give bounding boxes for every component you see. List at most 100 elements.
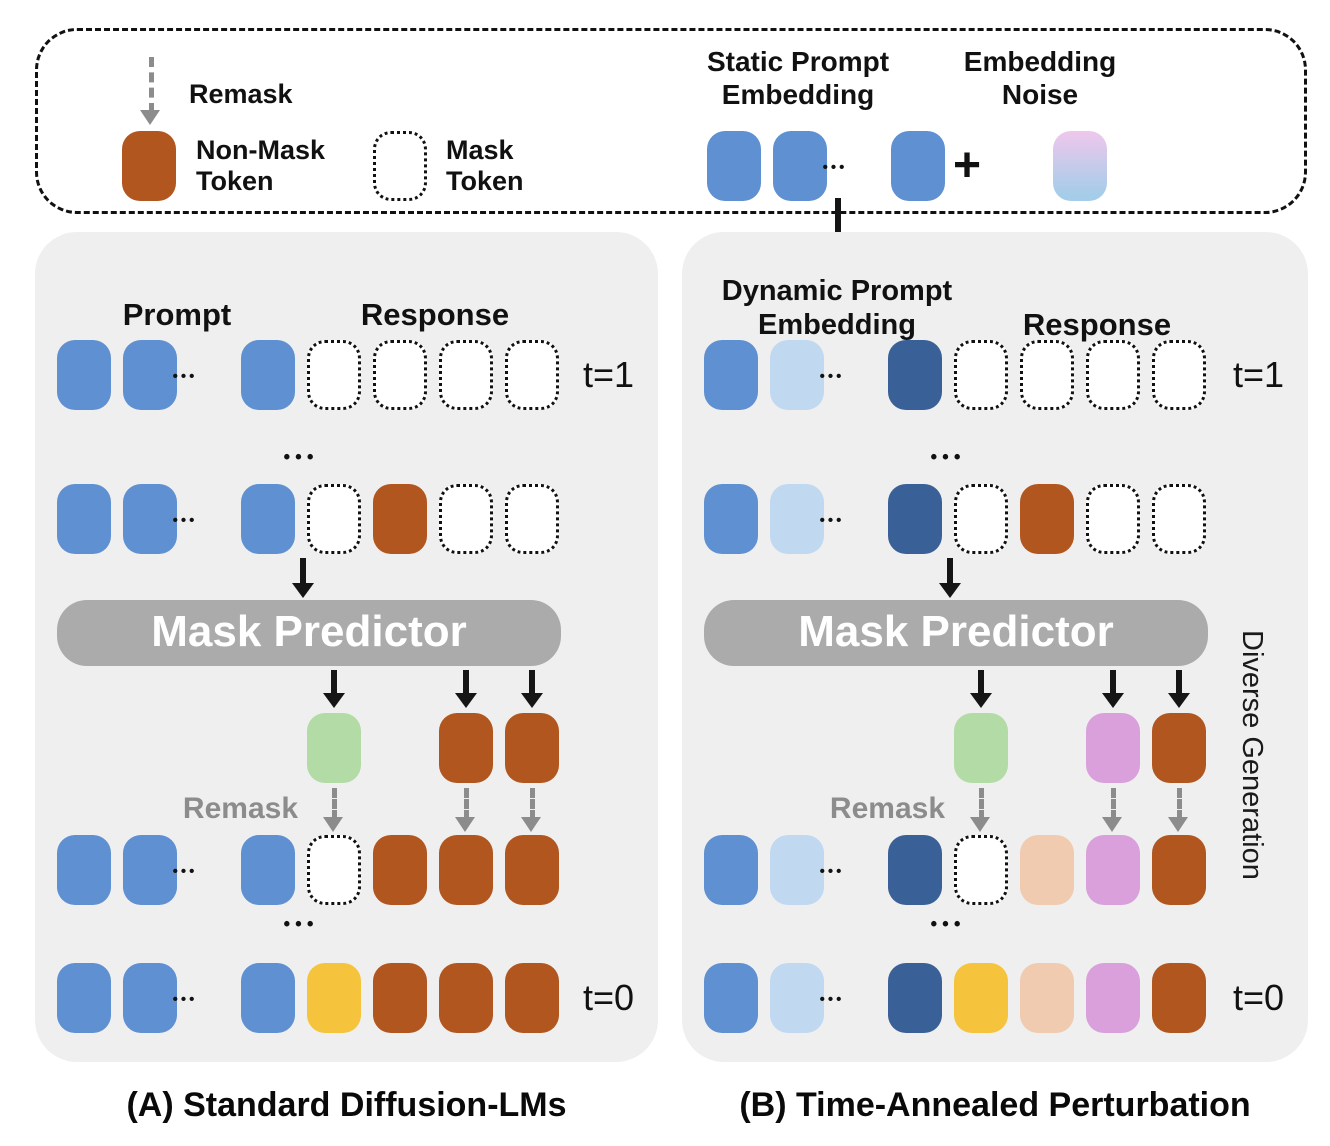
token-blue bbox=[123, 340, 177, 410]
predictor-output-arrow bbox=[970, 670, 992, 708]
non-mask-token-swatch bbox=[122, 131, 176, 201]
predictor-output-arrow bbox=[521, 670, 543, 708]
token-peach bbox=[1020, 835, 1074, 905]
predictor-output-arrow bbox=[455, 670, 477, 708]
dynamic-prompt-heading-b: Dynamic Prompt Embedding bbox=[721, 275, 953, 341]
t0-label-b: t=0 bbox=[1233, 977, 1285, 1018]
token-mask bbox=[1020, 340, 1074, 410]
token-orange bbox=[373, 484, 427, 554]
ellipsis-dots: ••• bbox=[819, 368, 845, 385]
ellipsis-dots: ••• bbox=[172, 991, 198, 1008]
mask-predictor-b: Mask Predictor bbox=[704, 600, 1208, 666]
token-orange bbox=[505, 835, 559, 905]
remask-arrow bbox=[1168, 788, 1190, 832]
token-blue bbox=[704, 484, 758, 554]
remask-arrow bbox=[521, 788, 543, 832]
token-orange bbox=[505, 713, 559, 783]
token-row-mid-a: ••• bbox=[35, 484, 595, 554]
caption-panel-b: (B) Time-Annealed Perturbation bbox=[739, 1086, 1251, 1124]
token-mask bbox=[954, 835, 1008, 905]
token-blue bbox=[773, 131, 827, 201]
token-orange bbox=[1020, 484, 1074, 554]
token-mask bbox=[439, 340, 493, 410]
static-prompt-token-row: ••• bbox=[685, 131, 1245, 201]
token-mask bbox=[307, 484, 361, 554]
token-blue bbox=[57, 340, 111, 410]
remask-legend-label: Remask bbox=[189, 79, 293, 109]
remask-label-a: Remask bbox=[182, 792, 298, 825]
ellipsis-dots: ••• bbox=[172, 512, 198, 529]
token-blue bbox=[241, 340, 295, 410]
ellipsis-dots: ••• bbox=[819, 991, 845, 1008]
token-blue bbox=[123, 835, 177, 905]
token-orange bbox=[505, 963, 559, 1033]
token-yellow bbox=[307, 963, 361, 1033]
token-blue bbox=[241, 835, 295, 905]
ellipsis-dots: ••• bbox=[819, 512, 845, 529]
token-darkblue bbox=[888, 484, 942, 554]
token-row-t1-a: ••• bbox=[35, 340, 595, 410]
predictor-output-arrow bbox=[1102, 670, 1124, 708]
token-orange bbox=[373, 835, 427, 905]
plus-sign: + bbox=[952, 139, 982, 192]
token-blue bbox=[704, 835, 758, 905]
token-mask bbox=[307, 340, 361, 410]
t1-label-a: t=1 bbox=[583, 354, 635, 395]
token-blue bbox=[123, 484, 177, 554]
token-green bbox=[954, 713, 1008, 783]
row-ellipsis-a-1: ••• bbox=[283, 447, 319, 468]
row-ellipsis-b-2: ••• bbox=[930, 914, 966, 935]
predictor-input-arrow-a bbox=[292, 558, 314, 598]
legend-box: Remask Non-Mask Token Mask Token Static … bbox=[35, 28, 1307, 214]
row-ellipsis-b-1: ••• bbox=[930, 447, 966, 468]
token-darkblue bbox=[888, 340, 942, 410]
token-row-t1-b: ••• bbox=[682, 340, 1242, 410]
token-darkblue bbox=[888, 963, 942, 1033]
token-peach bbox=[1020, 963, 1074, 1033]
remask-arrow bbox=[455, 788, 477, 832]
diverse-generation-label: Diverse Generation bbox=[1236, 630, 1268, 880]
token-blue bbox=[57, 835, 111, 905]
t0-label-a: t=0 bbox=[583, 977, 635, 1018]
panel-a: Prompt Response ••• t=1 ••• ••• Mask Pre… bbox=[35, 232, 658, 1062]
token-row-generated-b bbox=[682, 713, 1242, 783]
token-orange bbox=[1152, 835, 1206, 905]
mask-token-label: Mask Token bbox=[446, 135, 524, 196]
token-orange bbox=[1152, 963, 1206, 1033]
token-orange bbox=[439, 963, 493, 1033]
response-heading-b: Response bbox=[1022, 307, 1172, 342]
token-mask bbox=[1086, 484, 1140, 554]
token-mask bbox=[1152, 484, 1206, 554]
prompt-heading-a: Prompt bbox=[122, 297, 232, 332]
token-blue bbox=[891, 131, 945, 201]
token-blue bbox=[57, 963, 111, 1033]
token-blue bbox=[123, 963, 177, 1033]
token-mask bbox=[307, 835, 361, 905]
static-prompt-embedding-heading: Static Prompt Embedding bbox=[706, 46, 890, 110]
non-mask-token-label: Non-Mask Token bbox=[196, 135, 326, 196]
token-pink bbox=[1086, 713, 1140, 783]
predictor-input-arrow-b bbox=[939, 558, 961, 598]
token-blue bbox=[241, 484, 295, 554]
caption-panel-a: (A) Standard Diffusion-LMs bbox=[126, 1086, 567, 1124]
token-orange bbox=[439, 713, 493, 783]
mask-predictor-a: Mask Predictor bbox=[57, 600, 561, 666]
embedding-noise-heading: Embedding Noise bbox=[963, 46, 1117, 110]
mask-token-swatch bbox=[373, 131, 427, 201]
token-green bbox=[307, 713, 361, 783]
token-mask bbox=[954, 484, 1008, 554]
remask-arrow bbox=[970, 788, 992, 832]
panel-b: Dynamic Prompt Embedding Response ••• t=… bbox=[682, 232, 1308, 1062]
token-row-generated-a bbox=[35, 713, 595, 783]
remask-label-b: Remask bbox=[829, 792, 945, 825]
t1-label-b: t=1 bbox=[1233, 354, 1285, 395]
token-orange bbox=[373, 963, 427, 1033]
token-mask bbox=[1152, 340, 1206, 410]
token-blue bbox=[241, 963, 295, 1033]
token-row-mid-b: ••• bbox=[682, 484, 1242, 554]
token-mask bbox=[439, 484, 493, 554]
token-mask bbox=[1086, 340, 1140, 410]
token-pink bbox=[1086, 835, 1140, 905]
ellipsis-dots: ••• bbox=[172, 368, 198, 385]
